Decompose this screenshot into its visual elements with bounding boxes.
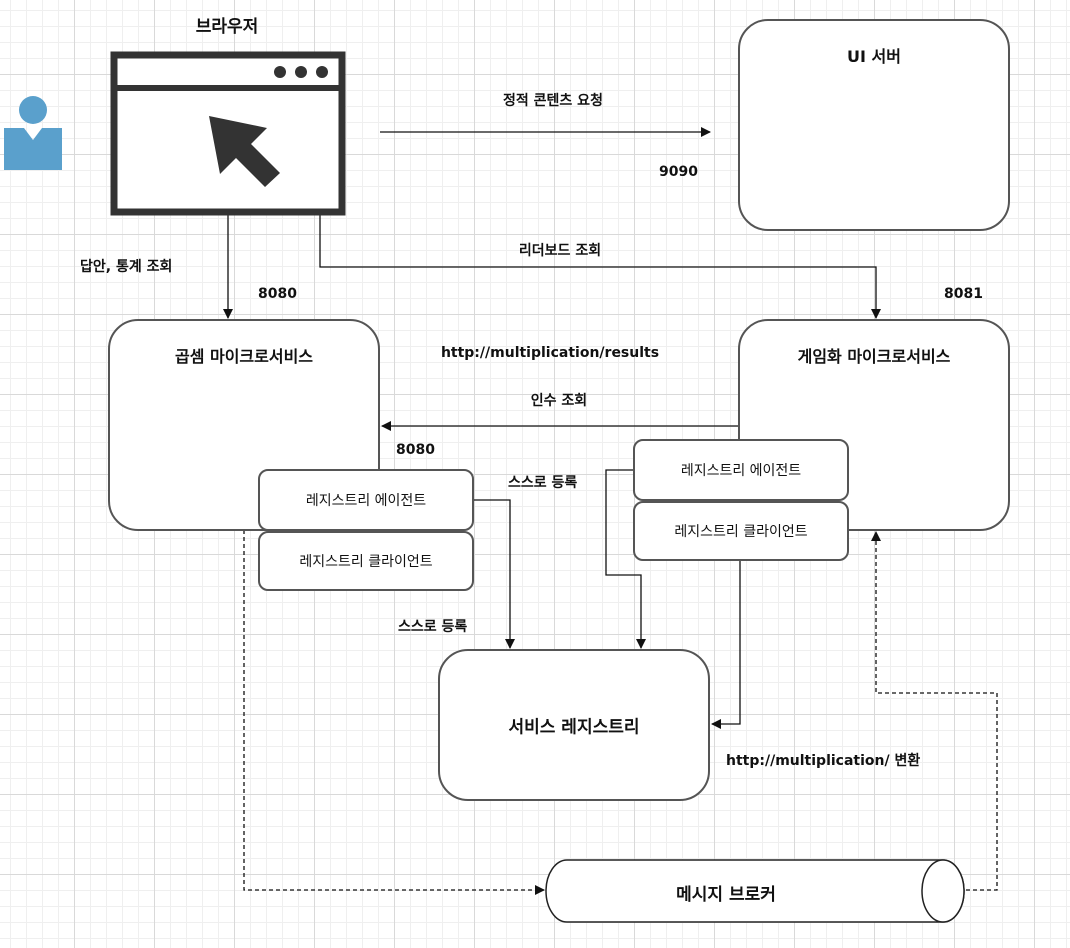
multiplication-registry-agent[interactable]: 레지스트리 에이전트: [258, 469, 474, 531]
edge-label-translate-url: http://multiplication/ 변환: [726, 753, 921, 769]
edge-consume-event: [871, 531, 998, 891]
service-registry-node[interactable]: 서비스 레지스트리: [438, 649, 710, 801]
edge-publish-event: [243, 530, 545, 895]
cursor-icon: [209, 116, 280, 187]
multiplication-service-title: 곱셈 마이크로서비스: [174, 347, 314, 366]
ui-server-title: UI 서버: [847, 47, 901, 66]
edge-self-register-mult: [473, 499, 515, 649]
edge-port-factor-lookup: 8080: [396, 442, 435, 458]
edge-port-multiplication: 8080: [258, 286, 297, 302]
user-icon: [4, 96, 62, 170]
edge-self-register-game: [605, 469, 646, 649]
edge-label-answer-stats: 답안, 통계 조회: [80, 259, 173, 275]
edge-label-static-content: 정적 콘텐츠 요청: [503, 93, 603, 109]
gamification-registry-client[interactable]: 레지스트리 클라이언트: [633, 501, 849, 561]
gamification-registry-agent[interactable]: 레지스트리 에이전트: [633, 439, 849, 501]
edge-port-gamification: 8081: [944, 286, 983, 302]
edge-translate-url: [711, 560, 741, 729]
edge-label-results-url: http://multiplication/results: [440, 345, 660, 361]
browser-title: 브라우저: [195, 17, 259, 37]
edge-label-self-register-mult: 스스로 등록: [398, 619, 468, 635]
message-broker-title: 메시지 브로커: [676, 885, 776, 905]
browser-window-icon[interactable]: [110, 51, 346, 216]
edge-leaderboard: [319, 214, 881, 319]
edge-label-factor-lookup: 인수 조회: [530, 393, 588, 409]
edge-port-ui-server: 9090: [659, 164, 698, 180]
multiplication-registry-agent-label: 레지스트리 에이전트: [305, 493, 427, 509]
message-broker-node[interactable]: [544, 858, 968, 924]
gamification-registry-agent-label: 레지스트리 에이전트: [680, 463, 802, 479]
ui-server-node[interactable]: UI 서버: [738, 19, 1010, 231]
edge-label-leaderboard: 리더보드 조회: [518, 243, 602, 259]
multiplication-registry-client-label: 레지스트리 클라이언트: [299, 554, 433, 570]
edge-label-self-register-game: 스스로 등록: [508, 475, 578, 491]
multiplication-registry-client[interactable]: 레지스트리 클라이언트: [258, 531, 474, 591]
service-registry-title: 서비스 레지스트리: [508, 717, 640, 738]
gamification-service-title: 게임화 마이크로서비스: [797, 347, 951, 366]
gamification-registry-client-label: 레지스트리 클라이언트: [674, 524, 808, 540]
